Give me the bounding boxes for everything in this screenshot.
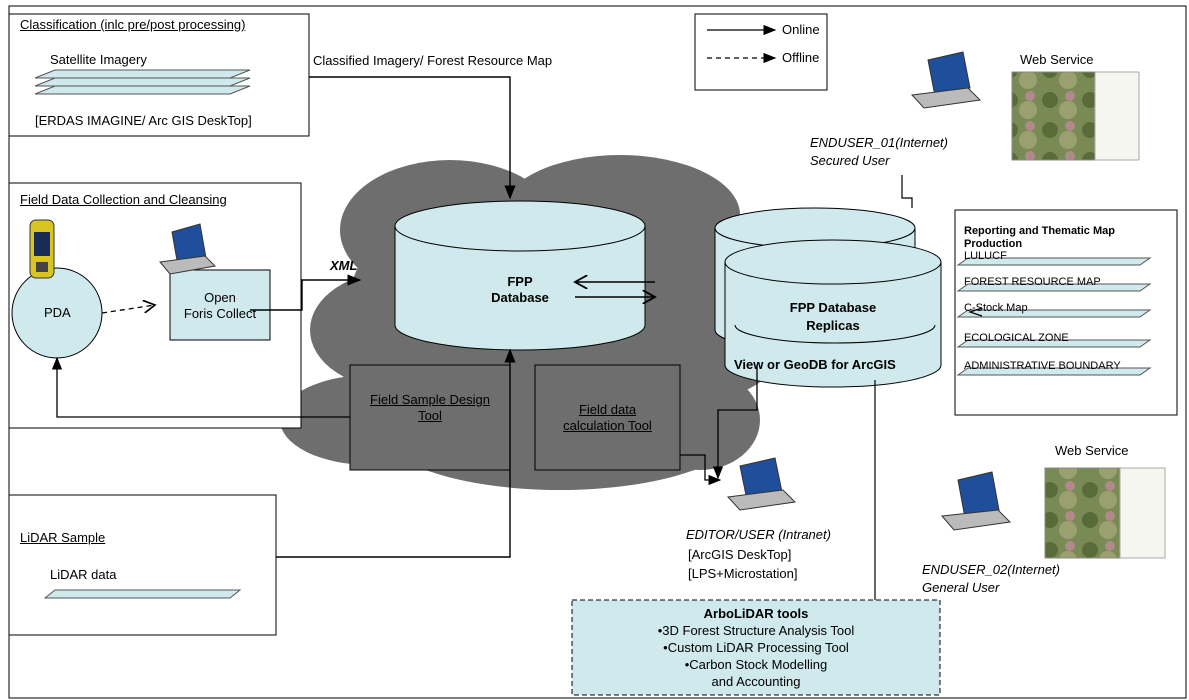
replicas-front-cylinder bbox=[724, 239, 942, 388]
web-service-label-2: Web Service bbox=[1055, 443, 1129, 458]
replicas-to-editor-arrow bbox=[712, 365, 758, 480]
legend-offline-label: Offline bbox=[782, 50, 820, 65]
reporting-item-cstock: C-Stock Map bbox=[964, 302, 1028, 314]
lidar-box bbox=[8, 494, 277, 636]
reporting-item-admin: ADMINISTRATIVE BOUNDARY bbox=[964, 360, 1121, 372]
reporting-title-line2: Production bbox=[964, 238, 1023, 250]
legend-online-label: Online bbox=[782, 22, 820, 37]
fpp-db-line2: Database bbox=[491, 290, 549, 305]
xml-label: XML bbox=[330, 258, 358, 273]
laptop-icon-editor bbox=[726, 457, 797, 511]
lidar-data-label: LiDAR data bbox=[50, 567, 117, 582]
open-foris-line2: Foris Collect bbox=[183, 306, 257, 321]
enduser1-type: Secured User bbox=[810, 153, 890, 168]
reporting-title-line1: Reporting and Thematic Map bbox=[964, 225, 1115, 237]
arbolidar-item1: •3D Forest Structure Analysis Tool bbox=[657, 623, 855, 638]
arbolidar-item3: •Carbon Stock Modelling bbox=[684, 657, 828, 672]
fpp-db-line1: FPP bbox=[507, 274, 533, 289]
replicas-line2: Replicas bbox=[806, 318, 860, 333]
field-calc-box bbox=[534, 364, 681, 471]
pda-label: PDA bbox=[44, 305, 71, 320]
replicas-view-label: View or GeoDB for ArcGIS bbox=[734, 357, 896, 372]
editor-sw1: [ArcGIS DeskTop] bbox=[688, 547, 792, 562]
reporting-item-ecozone: ECOLOGICAL ZONE bbox=[964, 332, 1069, 344]
lidar-data-layer bbox=[43, 589, 242, 599]
open-foris-line1: Open bbox=[204, 290, 236, 305]
open-foris-box bbox=[169, 269, 271, 341]
arbolidar-box bbox=[571, 599, 941, 696]
field-calc-line2: calculation Tool bbox=[563, 418, 652, 433]
laptop-icon-field bbox=[159, 223, 217, 275]
classified-imagery-arrow bbox=[309, 76, 516, 200]
field-calc-line1: Field data bbox=[578, 402, 637, 417]
classification-title: Classification (inlc pre/post processing… bbox=[20, 17, 246, 32]
arbolidar-title: ArboLiDAR tools bbox=[703, 606, 809, 621]
field-collection-title: Field Data Collection and Cleansing bbox=[20, 192, 227, 207]
lidar-to-db-arrow bbox=[276, 348, 516, 558]
field-sample-design-box bbox=[349, 364, 511, 471]
laptop-icon-enduser2 bbox=[941, 471, 1012, 531]
editor-name: EDITOR/USER (Intranet) bbox=[686, 527, 831, 542]
web-service-image-2 bbox=[1044, 467, 1166, 559]
lidar-title: LiDAR Sample bbox=[20, 530, 106, 545]
satellite-imagery-stack bbox=[34, 69, 251, 95]
collect-to-db-arrow bbox=[250, 274, 362, 311]
replicas-to-enduser1-line bbox=[901, 175, 913, 208]
replicas-line1: FPP Database bbox=[789, 300, 877, 315]
enduser2-name: ENDUSER_02(Internet) bbox=[922, 562, 1060, 577]
arbolidar-item2: •Custom LiDAR Processing Tool bbox=[663, 640, 849, 655]
classified-output-label: Classified Imagery/ Forest Resource Map bbox=[313, 53, 553, 68]
arbolidar-item4: and Accounting bbox=[711, 674, 801, 689]
web-service-image-1 bbox=[1011, 71, 1140, 161]
classification-software: [ERDAS IMAGINE/ Arc GIS DeskTop] bbox=[35, 113, 252, 128]
enduser1-name: ENDUSER_01(Internet) bbox=[810, 135, 948, 150]
reporting-item-forest-map: FOREST RESOURCE MAP bbox=[964, 276, 1101, 288]
editor-sw2: [LPS+Microstation] bbox=[688, 566, 798, 581]
calc-to-editor-arrow bbox=[680, 454, 722, 486]
reporting-layers bbox=[956, 257, 1152, 376]
sample-design-to-pda-arrow bbox=[51, 356, 350, 418]
pda-device-icon bbox=[29, 219, 55, 279]
web-service-label-1: Web Service bbox=[1020, 52, 1094, 67]
enduser2-type: General User bbox=[922, 580, 1000, 595]
field-sample-line1: Field Sample Design bbox=[370, 392, 490, 407]
reporting-item-lulucf: LULUCF bbox=[964, 250, 1007, 262]
satellite-imagery-label: Satellite Imagery bbox=[50, 52, 147, 67]
fpp-database-cylinder bbox=[394, 200, 646, 351]
laptop-icon-enduser1 bbox=[910, 51, 982, 109]
c-stock-marker bbox=[968, 307, 983, 317]
legend-box bbox=[694, 13, 828, 91]
field-sample-line2: Tool bbox=[418, 408, 442, 423]
